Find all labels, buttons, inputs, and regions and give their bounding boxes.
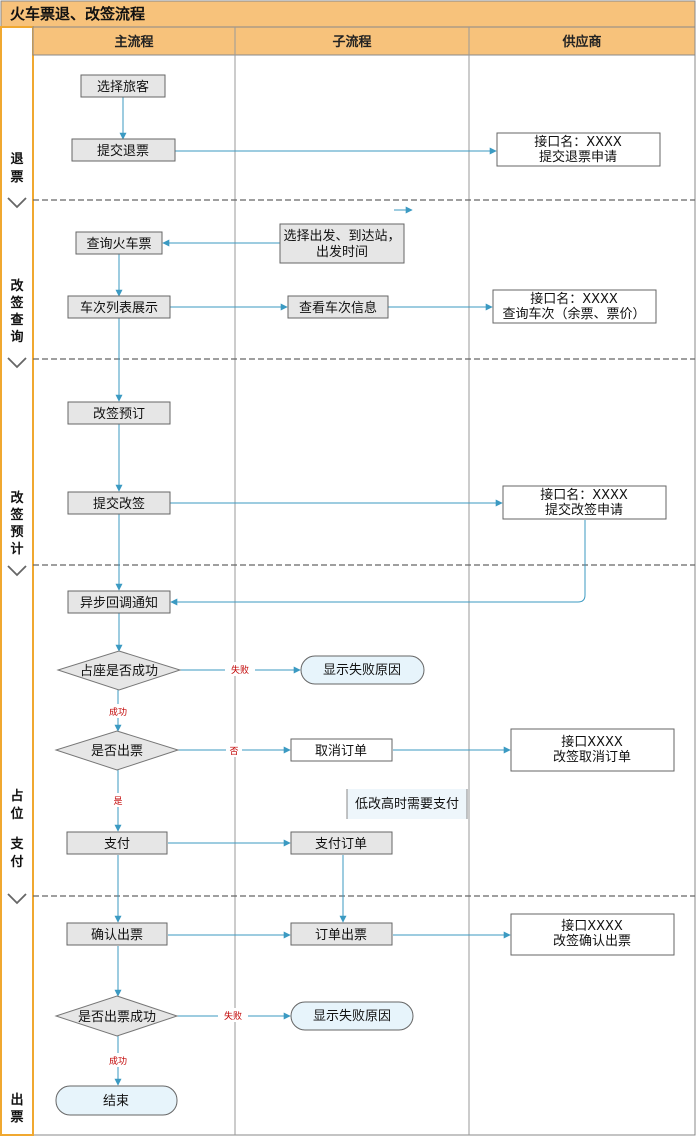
svg-text:改: 改 [10, 490, 24, 506]
svg-text:是: 是 [113, 796, 122, 807]
svg-text:成功: 成功 [109, 1055, 127, 1067]
svg-text:异步回调通知: 异步回调通知 [80, 595, 158, 611]
node-submit-refund[interactable]: 提交退票 [71, 138, 176, 162]
node-order-ticket[interactable]: 订单出票 [290, 922, 393, 946]
title-bar [0, 0, 696, 28]
svg-text:提交退票: 提交退票 [97, 143, 149, 159]
svg-text:占座是否成功: 占座是否成功 [80, 664, 158, 679]
node-view-train[interactable]: 查看车次信息 [287, 295, 389, 319]
decision-seat-ok[interactable]: 占座是否成功 [56, 650, 182, 691]
supplier-confirm-api[interactable]: 接口XXXX 改签确认出票 [510, 913, 675, 956]
stage-column [0, 26, 34, 1136]
node-select-passenger[interactable]: 选择旅客 [80, 74, 166, 98]
svg-text:查询车次（余票、票价）: 查询车次（余票、票价） [502, 306, 645, 322]
svg-text:选择旅客: 选择旅客 [97, 79, 149, 95]
node-show-fail-2[interactable]: 显示失败原因 [290, 1001, 414, 1031]
node-submit-change[interactable]: 提交改签 [67, 491, 171, 515]
svg-text:失败: 失败 [224, 1010, 242, 1022]
svg-text:车次列表展示: 车次列表展示 [80, 300, 158, 316]
svg-text:查: 查 [9, 312, 24, 328]
node-train-list[interactable]: 车次列表展示 [67, 295, 171, 319]
node-show-fail-1[interactable]: 显示失败原因 [300, 655, 425, 685]
supplier-refund-api[interactable]: 接口名：XXXX 提交退票申请 [496, 132, 661, 167]
note-pay: 低改高时需要支付 [346, 789, 468, 819]
node-async-notify[interactable]: 异步回调通知 [67, 590, 171, 614]
svg-text:支: 支 [9, 836, 24, 852]
svg-text:出发时间: 出发时间 [316, 244, 368, 260]
svg-text:接口名：XXXX: 接口名：XXXX [534, 134, 622, 150]
svg-text:改: 改 [10, 278, 24, 294]
svg-text:接口名：XXXX: 接口名：XXXX [540, 487, 628, 503]
svg-text:票: 票 [10, 169, 23, 185]
svg-text:票: 票 [10, 1109, 23, 1125]
svg-text:成功: 成功 [109, 706, 127, 718]
edge-labels: 失败 成功 否 是 失败 成功 [104, 662, 255, 1067]
svg-text:位: 位 [10, 806, 23, 822]
svg-text:查询火车票: 查询火车票 [86, 236, 151, 252]
stage-label-seat-pay: 占 位 支 付 [9, 788, 24, 870]
svg-text:失败: 失败 [231, 664, 249, 676]
svg-text:支付: 支付 [104, 837, 130, 852]
chevron-down-icon[interactable] [7, 197, 27, 905]
svg-text:取消订单: 取消订单 [315, 744, 367, 759]
svg-text:签: 签 [9, 295, 24, 311]
lane-header-supplier: 供应商 [561, 34, 601, 50]
node-end[interactable]: 结束 [55, 1085, 178, 1116]
decision-is-ticketed[interactable]: 是否出票 [54, 730, 180, 771]
flow-arrows [114, 97, 586, 1086]
svg-text:是否出票成功: 是否出票成功 [78, 1010, 156, 1025]
decision-ticket-ok[interactable]: 是否出票成功 [54, 995, 179, 1037]
node-cancel-order[interactable]: 取消订单 [290, 738, 393, 762]
node-query-train[interactable]: 查询火车票 [75, 231, 163, 255]
svg-text:显示失败原因: 显示失败原因 [323, 663, 401, 678]
svg-text:结束: 结束 [103, 1094, 129, 1109]
lane-header-bar [32, 26, 696, 56]
svg-text:接口名：XXXX: 接口名：XXXX [530, 291, 618, 307]
stage-label-change-book: 改 签 预 计 [9, 490, 24, 557]
supplier-change-api[interactable]: 接口名：XXXX 提交改签申请 [502, 485, 667, 520]
svg-text:退: 退 [10, 152, 23, 167]
svg-text:低改高时需要支付: 低改高时需要支付 [355, 796, 459, 812]
svg-text:占: 占 [10, 788, 23, 804]
svg-text:查看车次信息: 查看车次信息 [299, 300, 377, 316]
svg-text:接口XXXX: 接口XXXX [561, 734, 623, 750]
supplier-query-api[interactable]: 接口名：XXXX 查询车次（余票、票价） [492, 289, 657, 324]
svg-text:确认出票: 确认出票 [91, 928, 143, 943]
node-pay[interactable]: 支付 [66, 831, 168, 855]
node-change-book[interactable]: 改签预订 [67, 401, 171, 425]
svg-text:询: 询 [10, 329, 23, 345]
svg-text:显示失败原因: 显示失败原因 [313, 1009, 391, 1024]
svg-text:是否出票: 是否出票 [91, 744, 143, 759]
lane-header-main: 主流程 [114, 34, 153, 50]
svg-text:改签预订: 改签预订 [93, 406, 145, 422]
svg-text:订单出票: 订单出票 [315, 928, 367, 943]
node-confirm-ticket[interactable]: 确认出票 [66, 922, 168, 946]
node-select-station[interactable]: 选择出发、到达站， 出发时间 [279, 223, 405, 264]
svg-text:改签确认出票: 改签确认出票 [553, 933, 631, 949]
svg-text:签: 签 [9, 507, 24, 523]
diagram-title: 火车票退、改签流程 [10, 5, 145, 23]
svg-text:改签取消订单: 改签取消订单 [553, 749, 631, 765]
svg-text:支付订单: 支付订单 [315, 837, 367, 852]
svg-text:预: 预 [10, 525, 23, 540]
svg-text:计: 计 [10, 541, 23, 557]
lane-header-sub: 子流程 [332, 34, 371, 50]
svg-text:否: 否 [229, 746, 238, 757]
svg-text:接口XXXX: 接口XXXX [561, 918, 623, 934]
svg-text:提交退票申请: 提交退票申请 [539, 149, 617, 165]
stage-label-refund: 退 票 [10, 152, 23, 185]
svg-text:提交改签申请: 提交改签申请 [545, 502, 623, 518]
stage-label-change-query: 改 签 查 询 [9, 278, 24, 345]
node-pay-order[interactable]: 支付订单 [290, 831, 393, 855]
stage-label-ticketing: 出 票 [10, 1092, 23, 1125]
supplier-cancel-api[interactable]: 接口XXXX 改签取消订单 [510, 728, 675, 772]
svg-text:提交改签: 提交改签 [93, 496, 145, 512]
svg-text:出: 出 [10, 1092, 23, 1108]
svg-text:选择出发、到达站，: 选择出发、到达站， [283, 228, 400, 244]
svg-text:付: 付 [10, 854, 23, 870]
